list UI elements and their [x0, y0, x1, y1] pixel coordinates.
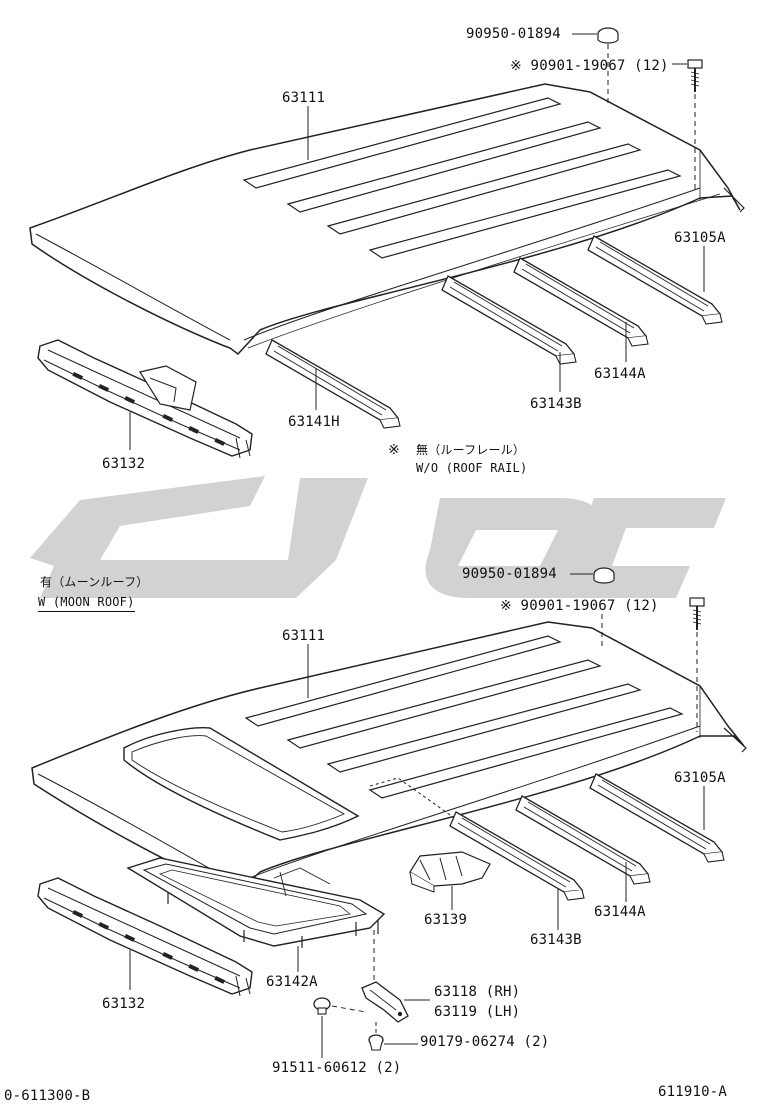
label-top-rear-bow: 63105A: [674, 230, 726, 246]
label-top-bolt: ※ 90901-19067 (12): [510, 58, 669, 74]
bottom-bolt: [689, 597, 705, 630]
label-bottom-grommet: 91511-60612 (2): [272, 1060, 402, 1076]
bottom-clip: [368, 1034, 384, 1051]
bottom-bracket-63139: [409, 851, 491, 893]
label-bottom-clip: 90179-06274 (2): [420, 1034, 550, 1050]
label-bottom-roof-panel: 63111: [282, 628, 326, 644]
label-top-bow-b: 63143B: [530, 396, 582, 412]
variant-jp: 有（ムーンルーフ）: [40, 575, 149, 589]
label-top-roof-panel: 63111: [282, 90, 326, 106]
note-jp: 無（ルーフレール）: [416, 443, 526, 457]
footer-left-code: 0-611300-B: [4, 1088, 91, 1104]
note-en: W/O (ROOF RAIL): [416, 461, 528, 475]
bottom-grommet: [313, 997, 331, 1015]
label-bottom-bolt: ※ 90901-19067 (12): [500, 598, 659, 614]
note-mark: ※: [388, 442, 400, 458]
label-bottom-bow-a: 63144A: [594, 904, 646, 920]
bottom-moonroof-frame: [126, 857, 386, 948]
variant-en: W (MOON ROOF): [38, 594, 135, 612]
label-top-front-header: 63132: [102, 456, 146, 472]
label-bottom-cap: 90950-01894: [462, 566, 557, 582]
label-top-bow-h: 63141H: [288, 414, 340, 430]
label-top-cap: 90950-01894: [466, 26, 561, 42]
bottom-bracket-63118: [361, 981, 409, 1023]
label-bottom-bow-b: 63143B: [530, 932, 582, 948]
label-bottom-moonroof-frame: 63142A: [266, 974, 318, 990]
label-bottom-bracket-lh: 63119 (LH): [434, 1004, 521, 1020]
top-bolt: [687, 59, 703, 92]
label-bottom-bracket-rh: 63118 (RH): [434, 984, 521, 1000]
footer-right-code: 611910-A: [658, 1084, 728, 1100]
label-bottom-front-header: 63132: [102, 996, 146, 1012]
top-front-header: [37, 339, 253, 459]
label-bottom-bracket-63139: 63139: [424, 912, 468, 928]
label-top-bow-a: 63144A: [594, 366, 646, 382]
label-bottom-rear-bow: 63105A: [674, 770, 726, 786]
